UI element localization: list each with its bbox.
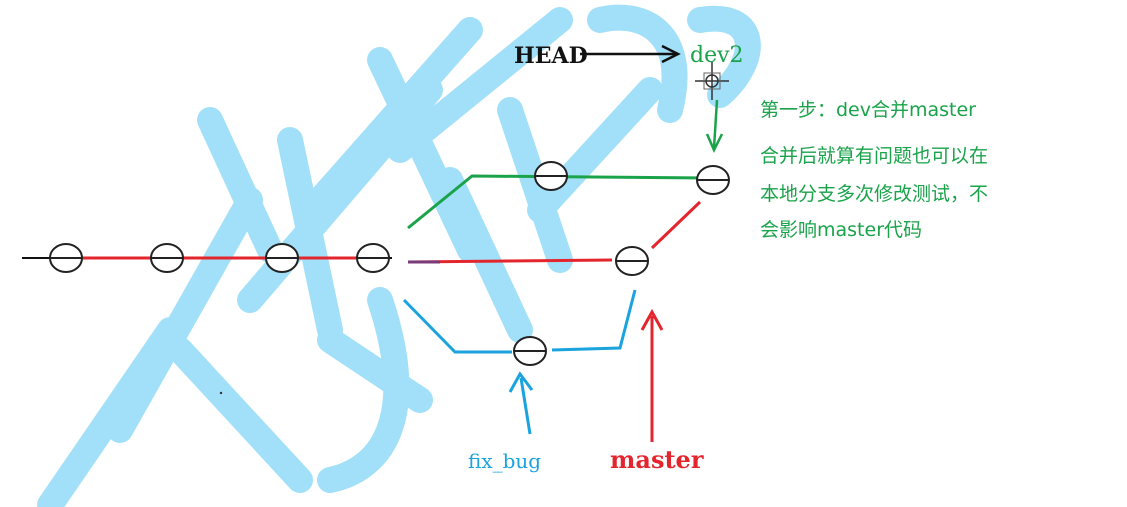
master-branch-line xyxy=(407,258,613,264)
master-commit-node xyxy=(615,246,649,276)
fixbug-pointer-arrow xyxy=(508,371,534,435)
dev2-pointer-arrow xyxy=(705,99,724,153)
commit-node-3 xyxy=(265,243,299,273)
dev-branch-line xyxy=(407,174,709,230)
dev-commit-node xyxy=(534,161,568,191)
annotation-line-1: 第一步：dev合并master xyxy=(760,99,976,121)
commit-node-4 xyxy=(356,243,390,273)
dev2-branch-label: dev2 xyxy=(690,43,744,68)
head-label: HEAD xyxy=(514,43,588,69)
annotation-line-4: 会影响master代码 xyxy=(760,219,922,241)
fixbug-merge-line xyxy=(551,289,637,352)
head-pointer-arrow xyxy=(580,44,681,64)
crosshair-cursor-icon xyxy=(695,62,729,100)
annotation-line-2: 合并后就算有问题也可以在 xyxy=(760,145,988,167)
master-branch-label: master xyxy=(610,445,704,474)
fixbug-branch-label: fix_bug xyxy=(468,449,541,473)
merge-master-into-dev-line xyxy=(650,200,702,250)
fixbug-commit-node xyxy=(513,336,547,366)
fixbug-branch-line xyxy=(402,298,512,354)
master-pointer-arrow xyxy=(640,308,664,442)
stray-dot xyxy=(219,391,223,395)
commit-node-1 xyxy=(49,243,83,273)
dev-merge-commit-node xyxy=(696,165,730,195)
annotation-line-3: 本地分支多次修改测试，不 xyxy=(760,183,988,205)
commit-node-2 xyxy=(150,243,184,273)
